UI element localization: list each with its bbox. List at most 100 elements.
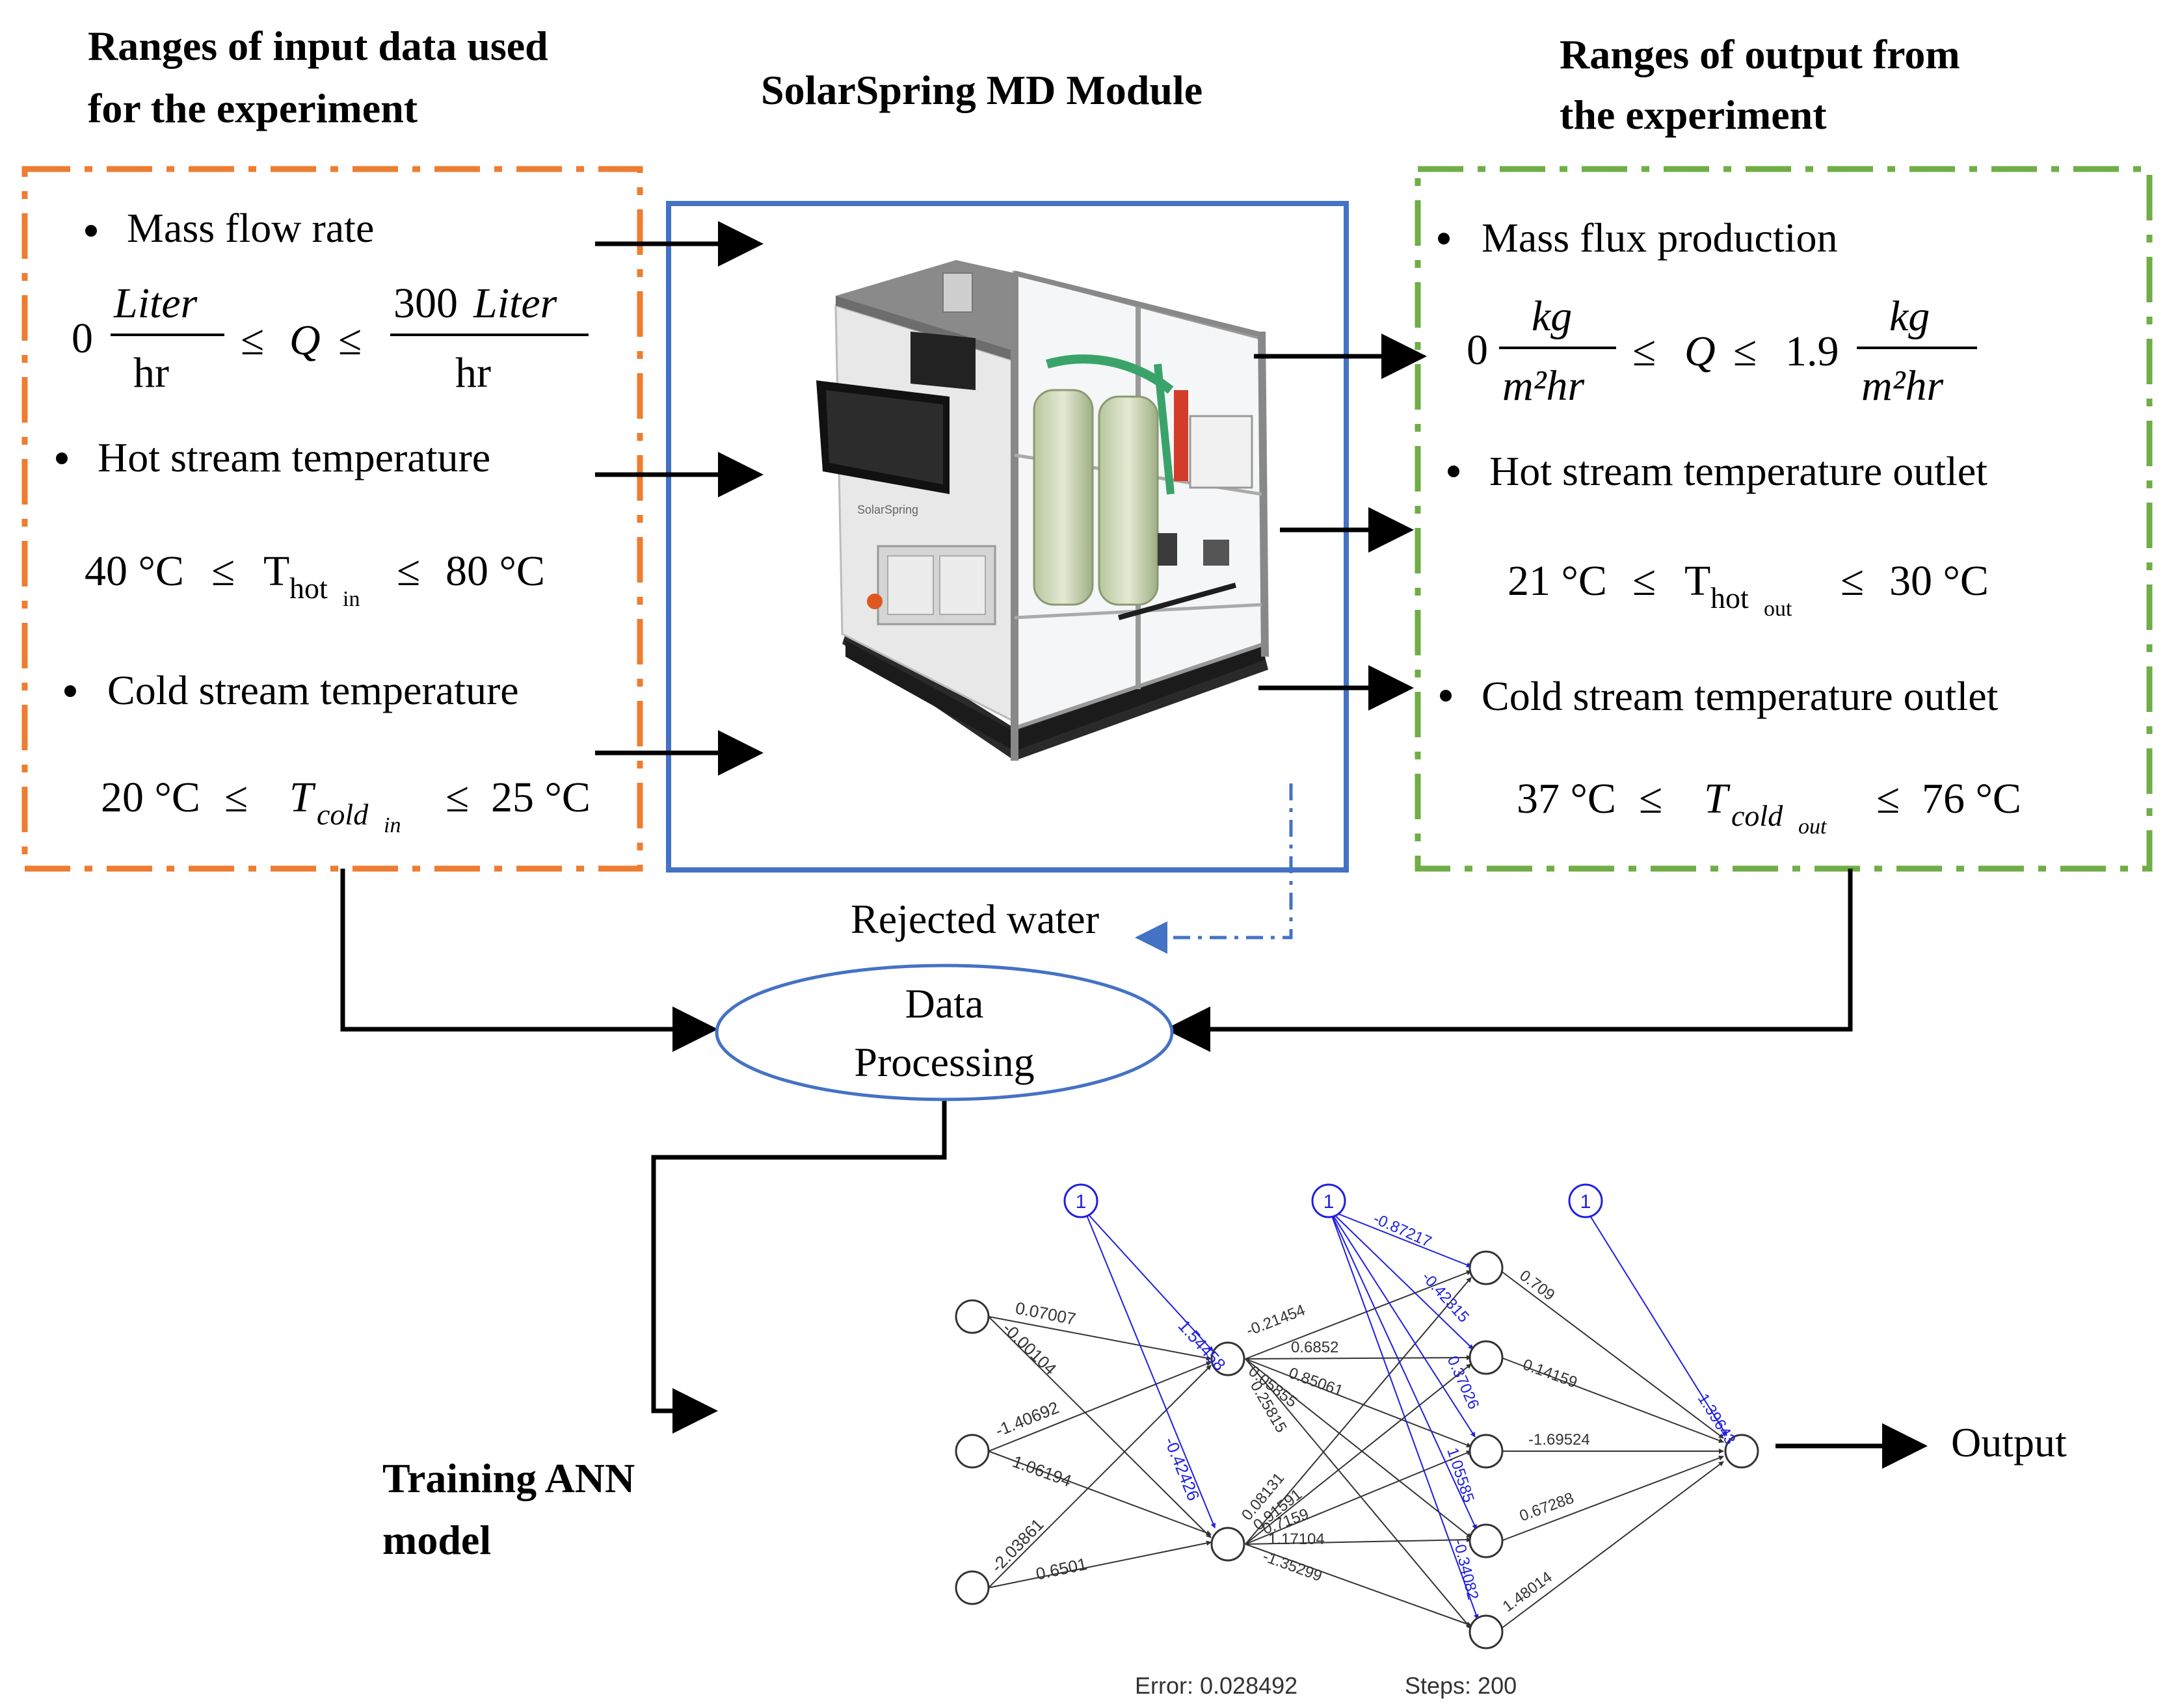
subscript: hot (289, 572, 328, 605)
ann-edge (1245, 1544, 1472, 1627)
ann-edge (988, 1316, 1212, 1361)
bullet (1438, 233, 1450, 244)
sub-subscript: out (1764, 597, 1792, 621)
ann-bias-edge (1329, 1210, 1479, 1620)
input-mass-flow-range: 0 Liter hr ≤ Q ≤ 300 Liter hr (72, 280, 589, 397)
data-processing-node (715, 964, 1174, 1101)
ann-weight-label: 0.07007 (1014, 1298, 1078, 1328)
output-cold-temp-range: 37 °C ≤ T cold out ≤ 76 °C (1517, 775, 2021, 839)
ann-weight-label: -0.21454 (1243, 1301, 1307, 1339)
unit-numerator: kg (1532, 293, 1572, 340)
bullet (85, 225, 97, 237)
leq-symbol: ≤ (1632, 557, 1656, 605)
output-mass-flux-range: 0 kg m²hr ≤ Q ≤ 1.9 kg m²hr (1467, 293, 1977, 410)
unit-numerator: Liter (473, 280, 557, 327)
range-upper: 1.9 (1785, 328, 1839, 375)
rejected-water-label: Rejected water (851, 896, 1099, 942)
sub-subscript: in (343, 587, 360, 611)
ann-weight-label: 1.06194 (1010, 1451, 1074, 1490)
ann-bias-edge (1084, 1210, 1214, 1352)
ann-output-node (1724, 1434, 1759, 1469)
arrow-processing-to-training (651, 1083, 947, 1434)
ann-weight-label: 0.67288 (1517, 1490, 1576, 1525)
ann-edge (1245, 1270, 1472, 1360)
input-mass-flow-label: Mass flow rate (127, 205, 374, 251)
ann-input-node (955, 1299, 990, 1334)
ann-hidden1-node (1210, 1527, 1245, 1562)
ann-bias-edge (1329, 1210, 1474, 1350)
ann-hidden2-node (1469, 1523, 1504, 1558)
output-label: Output (1951, 1419, 2067, 1465)
ann-hidden1-node (1210, 1341, 1245, 1376)
ann-edge (1245, 1355, 1472, 1361)
ann-input-node (955, 1434, 990, 1469)
input-cold-temp-range: 20 °C ≤ T cold in ≤ 25 °C (101, 774, 591, 837)
ann-bias-edge (1084, 1210, 1216, 1529)
ann-weight-label: 0.6501 (1034, 1554, 1089, 1584)
ann-input-node (955, 1570, 990, 1605)
unit-numerator: kg (1889, 293, 1930, 340)
variable-t: T (263, 547, 289, 595)
ann-network: 1 1 1 0.07007 -0.00104 -1.40692 1.06194 … (955, 1183, 1759, 1699)
machine-brand-label: SolarSpring (857, 503, 918, 516)
solarspring-machine-illustration: SolarSpring (816, 260, 1269, 761)
ann-edge (1500, 1455, 1724, 1542)
ann-edge (1245, 1537, 1472, 1545)
module-heading: SolarSpring MD Module (761, 67, 1203, 113)
arrow-rejected-water (1135, 783, 1293, 954)
unit-denominator: m²hr (1861, 362, 1943, 410)
ann-edge (1245, 1358, 1472, 1538)
variable-t: T (1704, 775, 1731, 822)
ann-weight-label: -1.40692 (992, 1397, 1061, 1440)
ann-bias-edge (1329, 1210, 1472, 1268)
range-upper: 30 °C (1889, 557, 1989, 605)
ann-hidden2-node (1469, 1434, 1504, 1469)
subscript: cold (1731, 799, 1783, 832)
ann-error-label: Error: 0.028492 (1135, 1672, 1297, 1699)
input-hot-temp-label: Hot stream temperature (98, 434, 490, 480)
ann-edge (988, 1365, 1212, 1588)
ann-bias-edge (1329, 1210, 1477, 1530)
unit-denominator: hr (455, 349, 491, 397)
range-upper: 76 °C (1922, 775, 2021, 822)
output-heading-line1: Ranges of output from (1560, 31, 1960, 77)
leq-symbol: ≤ (1733, 328, 1757, 375)
ann-bias-label: 1 (1323, 1191, 1335, 1213)
ann-weight-label: 0.6852 (1291, 1339, 1338, 1356)
range-upper: 25 °C (491, 774, 591, 821)
ann-edge (1245, 1450, 1472, 1545)
output-hot-temp-label: Hot stream temperature outlet (1489, 448, 1988, 494)
input-cold-temp-label: Cold stream temperature (107, 667, 519, 713)
ann-bias-label: 1 (1580, 1191, 1591, 1213)
subscript: hot (1710, 581, 1749, 614)
sub-subscript: out (1798, 815, 1828, 839)
range-lower: 37 °C (1517, 775, 1616, 822)
data-processing-label-line1: Data (905, 980, 984, 1027)
ann-edge (1500, 1461, 1724, 1629)
ann-weight-label: -0.00104 (999, 1319, 1061, 1379)
arrow-inputs-to-processing (340, 869, 718, 1052)
leq-symbol: ≤ (1841, 557, 1864, 605)
ann-weight-label: -0.42315 (1418, 1268, 1472, 1326)
variable-q: Q (289, 317, 321, 364)
training-label-line2: model (382, 1517, 491, 1563)
range-upper: 300 (393, 280, 458, 327)
ann-hidden2-node (1469, 1340, 1504, 1375)
ann-bias-node (1311, 1183, 1346, 1218)
ann-edge (1500, 1357, 1724, 1443)
range-upper: 80 °C (445, 547, 545, 595)
ann-hidden2-node (1469, 1250, 1504, 1285)
ann-weight-label: 1.17104 (1268, 1531, 1325, 1548)
leq-symbol: ≤ (338, 317, 362, 364)
input-panel-border (21, 166, 643, 872)
ann-edge (1245, 1358, 1472, 1448)
input-heading-line2: for the experiment (88, 85, 418, 131)
bullet (1448, 466, 1459, 477)
arrow-outputs-to-processing (1165, 869, 1853, 1052)
output-mass-flux-label: Mass flux production (1482, 215, 1838, 261)
leq-symbol: ≤ (397, 547, 420, 595)
ann-edge (1245, 1358, 1472, 1629)
ann-weight-label: -1.35299 (1260, 1547, 1324, 1585)
range-lower: 21 °C (1508, 557, 1607, 605)
training-label-line1: Training ANN (382, 1455, 635, 1501)
